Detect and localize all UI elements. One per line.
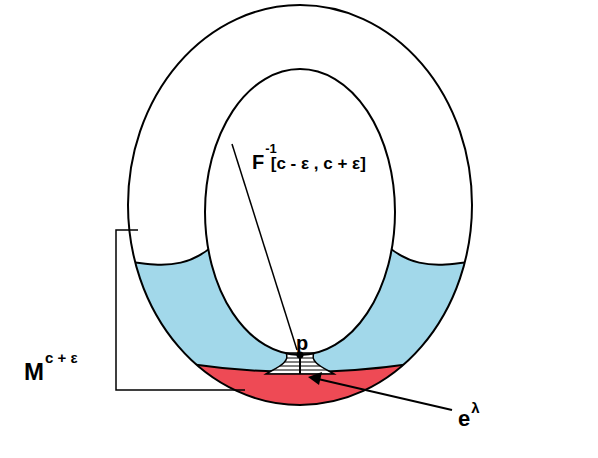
superscript: -1 [265, 142, 277, 155]
label-f: F [252, 152, 264, 172]
sublevel-region [100, 225, 500, 458]
label-e: e [458, 408, 470, 430]
lower-region [100, 362, 500, 458]
interval-label: [c - ε , c + ε] [271, 155, 366, 172]
arrow-line [318, 379, 452, 410]
arrowhead [308, 372, 322, 385]
superscript: c + ε [45, 350, 78, 365]
leader-line [232, 144, 297, 350]
point-label: p [296, 333, 308, 353]
bracket [116, 230, 245, 390]
outer-circle [128, 5, 472, 405]
label-m: M [24, 360, 44, 384]
inner-circle [205, 69, 395, 355]
superscript: λ [471, 400, 479, 415]
